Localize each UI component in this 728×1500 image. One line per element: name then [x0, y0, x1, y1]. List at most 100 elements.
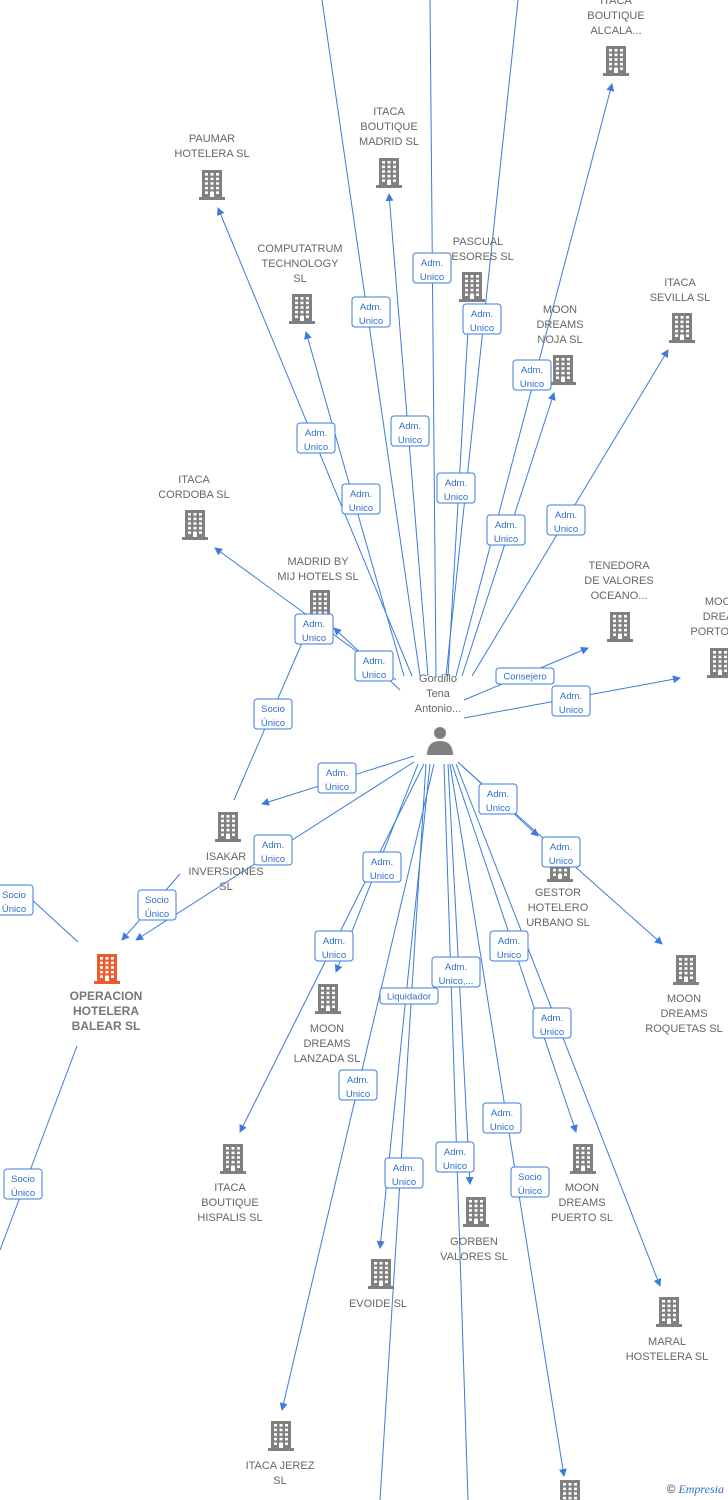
building-icon — [550, 355, 576, 385]
company-node-bottom-right[interactable] — [557, 1480, 583, 1500]
building-icon — [220, 1144, 246, 1174]
person-icon — [427, 727, 453, 755]
building-icon — [560, 1480, 580, 1500]
edge-label-text: Adm.Unico — [443, 1147, 467, 1172]
edge-label-12[interactable]: Consejero — [495, 667, 555, 685]
edge-label-9[interactable]: Adm.Unico — [546, 504, 586, 536]
edge-label-text: Adm.Unico — [346, 1075, 370, 1100]
building-icon — [368, 1259, 394, 1289]
building-icon — [570, 1144, 596, 1174]
edge-label-text: Adm.Unico — [490, 1108, 514, 1133]
edge-label-16[interactable]: Adm.Unico — [253, 834, 293, 866]
edge-label-3[interactable]: Adm.Unico — [296, 422, 336, 454]
edge-label-20[interactable]: Adm.Unico — [541, 836, 581, 868]
building-icon — [463, 1197, 489, 1227]
edge-label-26[interactable]: Adm.Unico — [532, 1007, 572, 1039]
edge-label-0[interactable]: Adm.Unico — [351, 296, 391, 328]
edge-label-19[interactable]: Adm.Unico — [478, 783, 518, 815]
edge-label-6[interactable]: Adm.Unico — [436, 472, 476, 504]
company-label: MOODREAPORTOMA — [690, 596, 728, 638]
edge-label-23[interactable]: Adm.Unico,... — [431, 956, 481, 988]
company-node-moon-portoma[interactable]: MOODREAPORTOMA — [690, 596, 728, 678]
edge-label-2[interactable]: Adm.Unico — [462, 303, 502, 335]
company-node-pascual[interactable]: PASCUAL...ESORES SL — [442, 236, 514, 302]
edge-label-1[interactable]: Adm.Unico — [412, 252, 452, 284]
edge-label-25[interactable]: Adm.Unico — [489, 930, 529, 962]
edge-label-text: Liquidador — [387, 992, 431, 1003]
edge-label-22[interactable]: Adm.Unico — [314, 930, 354, 962]
edge-label-text: Adm.Unico — [392, 1163, 416, 1188]
edge-label-28[interactable]: Adm.Unico — [482, 1102, 522, 1134]
edge-label-21[interactable]: Adm.Unico — [362, 851, 402, 883]
edge-label-7[interactable]: Adm.Unico — [512, 359, 552, 391]
edge-label-15[interactable]: Adm.Unico — [317, 762, 357, 794]
edge-label-24[interactable]: Liquidador — [379, 987, 439, 1005]
building-icon — [607, 612, 633, 642]
edge-label-5[interactable]: Adm.Unico — [341, 483, 381, 515]
edge-label-text: Adm.Unico — [554, 510, 578, 535]
edge-label-27[interactable]: Adm.Unico — [338, 1069, 378, 1101]
edge-label-text: Adm.Unico — [486, 789, 510, 814]
edge-label-text: Adm.Unico — [497, 936, 521, 961]
edge-label-10[interactable]: Adm.Unico — [294, 613, 334, 645]
edge-label-13[interactable]: Adm.Unico — [551, 685, 591, 717]
edge-label-text: Adm.Unico — [520, 365, 544, 390]
building-icon — [673, 955, 699, 985]
edge-label-4[interactable]: Adm.Unico — [390, 415, 430, 447]
building-icon — [459, 272, 485, 302]
edge-label-29[interactable]: Adm.Unico — [435, 1141, 475, 1173]
company-node-evoide[interactable]: EVOIDE SL — [349, 1259, 407, 1310]
building-icon — [315, 984, 341, 1014]
edge-label-32[interactable]: Adm.Unico — [384, 1157, 424, 1189]
edge-label-11[interactable]: Adm.Unico — [354, 650, 394, 682]
edge-label-text: Adm.Unico — [359, 302, 383, 327]
edge-label-text: Adm.Unico — [398, 421, 422, 446]
edge-label-text: Adm.Unico — [559, 691, 583, 716]
relationship-edge — [429, 0, 437, 677]
building-icon — [182, 510, 208, 540]
edge-label-8[interactable]: Adm.Unico — [486, 514, 526, 546]
